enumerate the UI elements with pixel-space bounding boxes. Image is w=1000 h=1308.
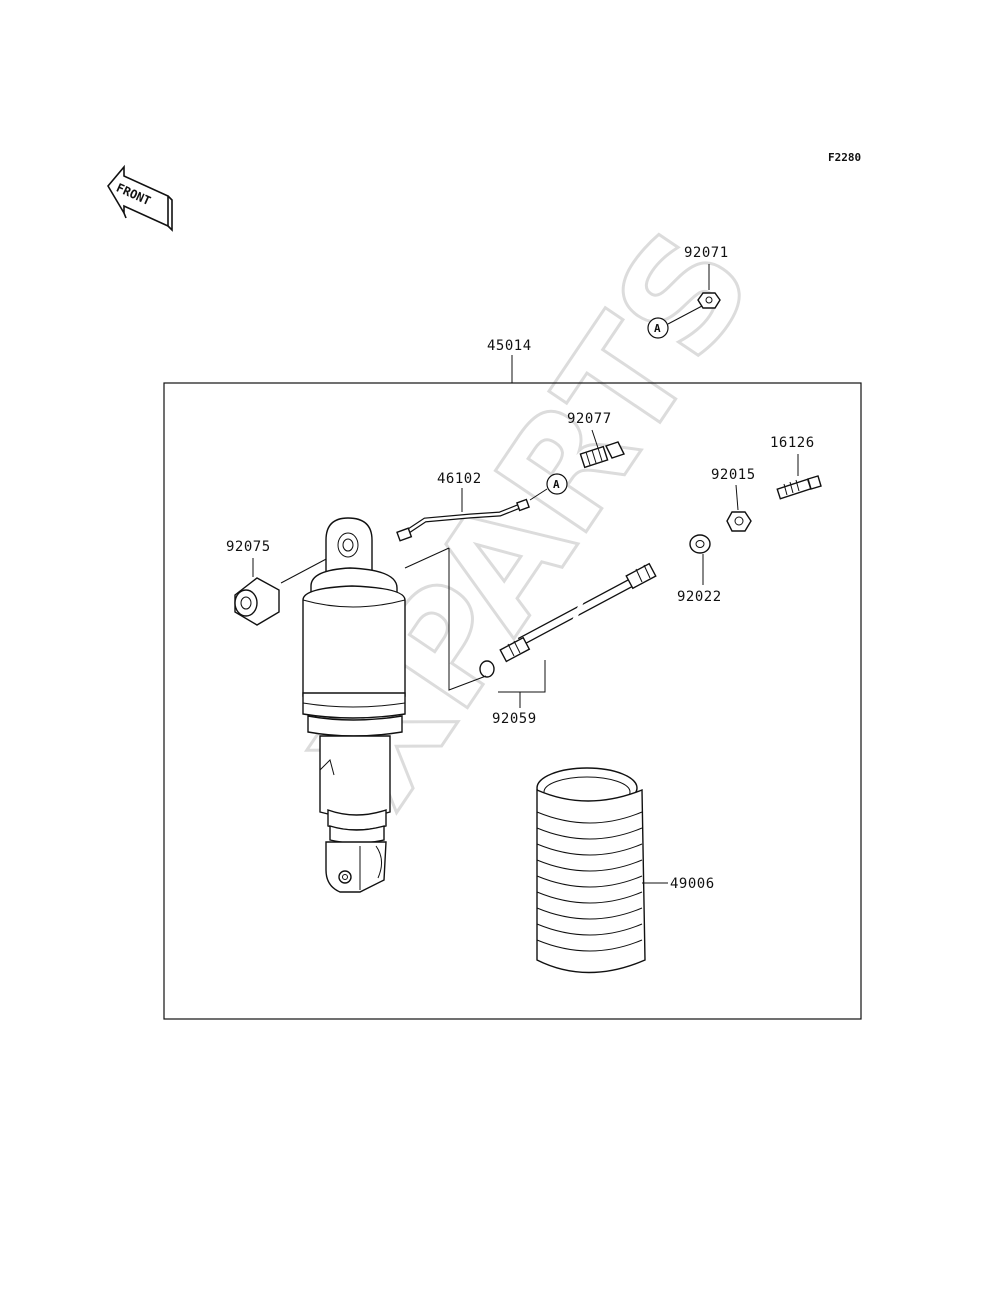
part-label-49006[interactable]: 49006 (670, 876, 715, 892)
callout-a-icon-2 (546, 473, 568, 495)
nut-92071 (697, 292, 721, 309)
part-label-92015[interactable]: 92015 (711, 467, 756, 483)
bushing-92075 (234, 577, 280, 626)
figure-code: F2280 (828, 151, 861, 164)
part-label-16126[interactable]: 16126 (770, 435, 815, 451)
front-arrow-icon: FRONT (107, 164, 173, 232)
part-label-92071[interactable]: 92071 (684, 245, 729, 261)
shock-absorber (302, 517, 406, 893)
adjuster-rod (499, 562, 657, 663)
part-label-92022[interactable]: 92022 (677, 589, 722, 605)
oring-92059 (479, 660, 495, 678)
callout-a-icon (647, 317, 669, 339)
part-label-92075[interactable]: 92075 (226, 539, 271, 555)
part-label-46102[interactable]: 46102 (437, 471, 482, 487)
callout-a-label: A (654, 322, 661, 335)
dust-boot-49006 (536, 767, 646, 974)
part-label-45014[interactable]: 45014 (487, 338, 532, 354)
fitting-16126 (776, 475, 822, 500)
pipe-46102 (396, 498, 530, 542)
bolt-92077 (579, 441, 625, 469)
washer-92022 (689, 534, 711, 554)
part-label-92059[interactable]: 92059 (492, 711, 537, 727)
nut-92015 (726, 511, 752, 532)
callout-a-label-2: A (553, 478, 560, 491)
part-label-92077[interactable]: 92077 (567, 411, 612, 427)
